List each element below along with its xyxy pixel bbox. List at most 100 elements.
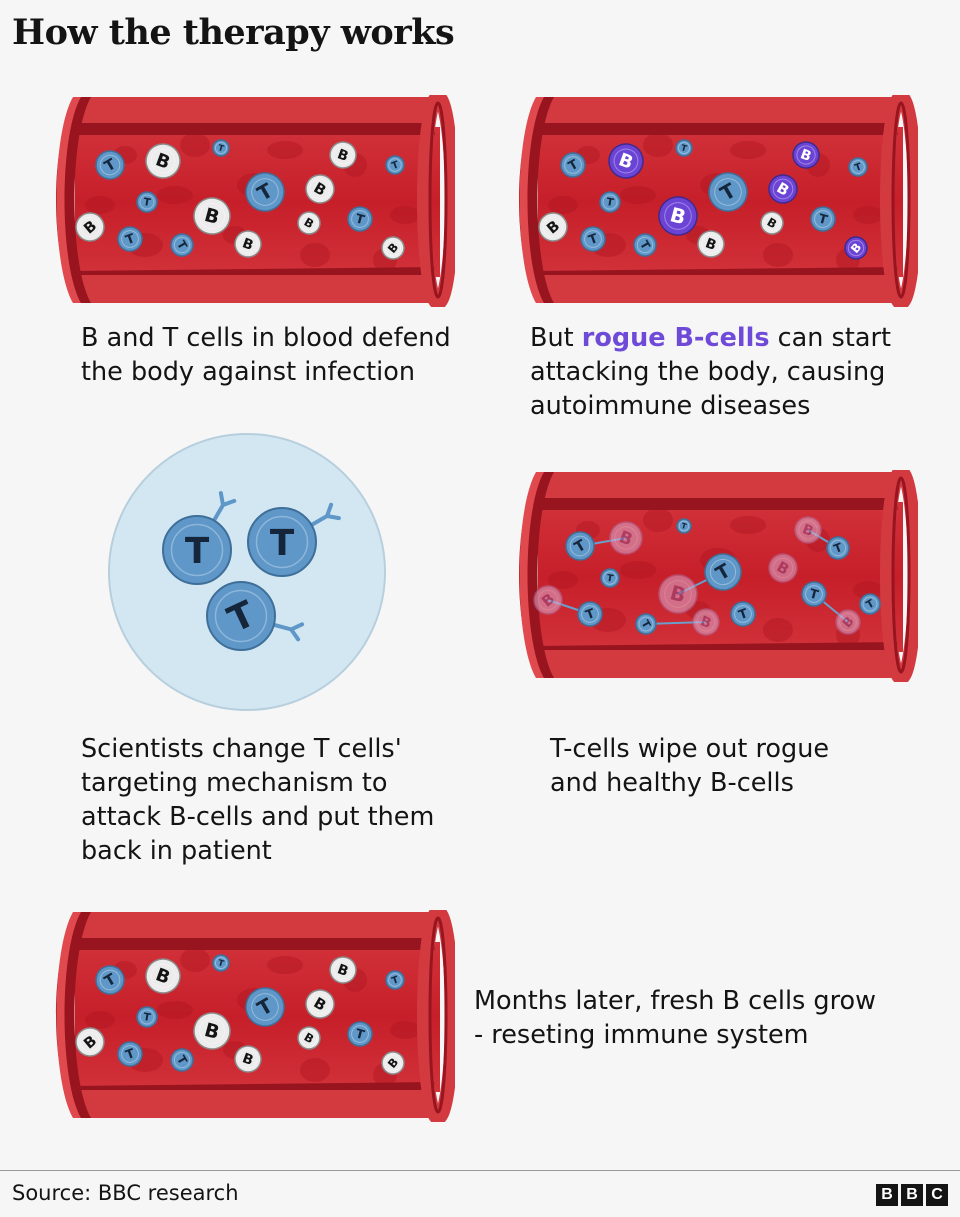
caption-rogue: But rogue B-cells can start attacking th…	[530, 323, 891, 421]
b-cell: B	[297, 211, 321, 235]
t-cell: T	[245, 172, 285, 212]
rogue-b-cell: B	[658, 196, 698, 236]
rogue-b-cell: B	[768, 174, 798, 204]
t-cell: T	[385, 155, 405, 175]
svg-text:T: T	[680, 142, 688, 153]
b-cell: B	[193, 1012, 231, 1050]
t-cell: T	[730, 601, 756, 627]
b-cell: B	[305, 174, 335, 204]
b-cell: B	[697, 230, 725, 258]
b-cell: B	[75, 1027, 105, 1057]
svg-text:T: T	[217, 957, 225, 968]
dying-b-cell: B	[794, 516, 822, 544]
b-cell: B	[297, 1026, 321, 1050]
b-cell: B	[381, 236, 405, 260]
caption-healthy: B and T cells in blood defend the body a…	[81, 323, 451, 387]
svg-text:B: B	[698, 613, 713, 632]
dying-b-cell: B	[692, 608, 720, 636]
b-cell: B	[193, 197, 231, 235]
dying-b-cell: B	[658, 574, 698, 614]
t-cell: T	[385, 970, 405, 990]
svg-text:T: T	[605, 196, 615, 209]
t-cell: T	[347, 206, 373, 232]
dying-b-cell: B	[835, 609, 861, 635]
b-cell: B	[381, 1051, 405, 1075]
modified-t-cell: T	[247, 502, 341, 577]
svg-text:B: B	[153, 964, 173, 988]
dying-b-cell: B	[609, 521, 643, 555]
b-cell: B	[234, 230, 262, 258]
t-cell: T	[859, 593, 881, 615]
b-cell: B	[329, 956, 357, 984]
modified-t-cell: T	[162, 491, 237, 585]
b-cell: B	[145, 958, 181, 994]
t-cell: T	[635, 613, 657, 635]
t-cell: T	[826, 536, 850, 560]
footer-divider	[0, 1170, 960, 1171]
rogue-b-cell: B	[792, 141, 820, 169]
t-cell: T	[212, 139, 230, 157]
t-cell: T	[599, 191, 621, 213]
svg-text:T: T	[390, 974, 400, 987]
t-cell: T	[633, 233, 657, 257]
t-cell: T	[347, 1021, 373, 1047]
svg-text:T: T	[853, 161, 863, 174]
svg-text:B: B	[798, 146, 813, 165]
b-cell: B	[145, 143, 181, 179]
t-cell: T	[600, 568, 620, 588]
t-cell: T	[580, 226, 606, 252]
svg-text:T: T	[217, 142, 225, 153]
t-cell: T	[117, 226, 143, 252]
t-cell: T	[848, 157, 868, 177]
rogue-b-cell: B	[844, 236, 868, 260]
t-cell: T	[810, 206, 836, 232]
t-cell: T	[577, 601, 603, 627]
t-cell: T	[675, 139, 693, 157]
t-cell: T	[117, 1041, 143, 1067]
t-cell: T	[560, 152, 586, 178]
svg-text:B: B	[335, 961, 350, 980]
t-cell: T	[170, 233, 194, 257]
t-cell: T	[170, 1048, 194, 1072]
t-cell: T	[801, 581, 827, 607]
b-cell: B	[538, 212, 568, 242]
svg-text:B: B	[202, 1019, 222, 1044]
caption-attack: T-cells wipe out rogue and healthy B-cel…	[550, 734, 830, 798]
svg-text:T: T	[680, 521, 687, 531]
t-cell: T	[212, 954, 230, 972]
rogue-b-cell: B	[608, 143, 644, 179]
svg-text:T: T	[270, 523, 295, 564]
svg-text:B: B	[240, 1050, 255, 1069]
b-cell: B	[234, 1045, 262, 1073]
svg-text:T: T	[606, 573, 615, 585]
svg-text:T: T	[142, 196, 152, 209]
caption-modify: Scientists change T cells' targeting mec…	[81, 734, 435, 866]
svg-text:B: B	[703, 235, 718, 254]
svg-text:B: B	[668, 581, 689, 607]
source-note: Source: BBC research	[12, 1181, 239, 1205]
svg-text:T: T	[142, 1011, 152, 1024]
t-cell: T	[704, 553, 742, 591]
t-cell: T	[708, 172, 748, 212]
t-cell: T	[245, 987, 285, 1027]
b-cell: B	[760, 211, 784, 235]
t-cell: T	[136, 1006, 158, 1028]
svg-text:B: B	[335, 146, 350, 165]
svg-text:T: T	[185, 531, 210, 572]
t-cell: T	[676, 518, 692, 534]
dying-b-cell: B	[768, 553, 798, 583]
bbc-logo: B B C	[876, 1184, 948, 1206]
t-cell: T	[565, 531, 595, 561]
svg-text:B: B	[202, 204, 222, 229]
rogue-b-cells-highlight: rogue B-cells	[581, 323, 770, 353]
t-cell: T	[95, 150, 125, 180]
dying-b-cell: B	[533, 585, 563, 615]
caption-reset: Months later, fresh B cells grow - reset…	[474, 986, 876, 1050]
svg-text:T: T	[390, 159, 400, 172]
svg-text:B: B	[153, 149, 173, 173]
t-cell: T	[95, 965, 125, 995]
